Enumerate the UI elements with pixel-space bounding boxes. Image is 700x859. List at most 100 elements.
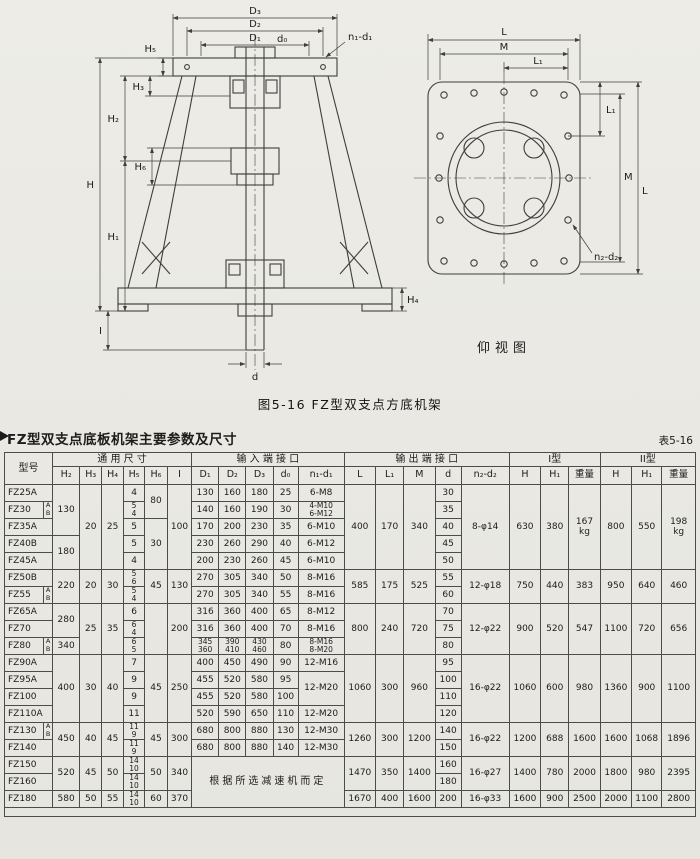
data-cell: 110 bbox=[434, 688, 462, 706]
data-cell: 12-M30 bbox=[297, 739, 345, 757]
data-cell: 1200 bbox=[403, 722, 436, 757]
data-cell: 1068 bbox=[631, 722, 663, 757]
data-cell: 688 bbox=[540, 722, 570, 757]
data-cell: 720 bbox=[631, 603, 663, 655]
data-cell: 350 bbox=[374, 756, 405, 791]
data-cell: 4 bbox=[123, 484, 145, 502]
data-cell: 160 bbox=[434, 756, 462, 774]
data-cell: 1260 bbox=[343, 722, 377, 757]
data-cell: 75 bbox=[434, 620, 462, 638]
data-cell: 80 bbox=[272, 637, 299, 655]
data-cell: 680 bbox=[191, 739, 220, 757]
data-cell: 200 bbox=[191, 552, 220, 570]
data-cell: 12-φ22 bbox=[460, 603, 510, 655]
header-cell: H₁ bbox=[631, 466, 663, 485]
data-cell: 750 bbox=[508, 569, 542, 604]
data-cell: 1600 bbox=[599, 722, 633, 757]
data-cell: 25 bbox=[79, 603, 103, 655]
data-cell: FZ50B bbox=[3, 569, 54, 587]
data-cell: 980 bbox=[631, 756, 663, 791]
data-cell: 360 bbox=[218, 603, 247, 621]
data-cell: 525 bbox=[403, 569, 436, 604]
header-cell: II型 bbox=[599, 452, 697, 467]
header-cell: L₁ bbox=[374, 466, 405, 485]
header-cell: d bbox=[434, 466, 462, 485]
header-cell: M bbox=[403, 466, 436, 485]
data-cell: FZ150 bbox=[3, 756, 54, 774]
header-cell: 输 出 端 接 口 bbox=[343, 452, 510, 467]
data-cell: 50 bbox=[144, 756, 168, 791]
data-cell: 520 bbox=[540, 603, 570, 655]
data-cell: 8-M16 bbox=[297, 569, 345, 587]
data-cell: 35 bbox=[101, 603, 125, 655]
dim-label-l1-side: L₁ bbox=[606, 105, 616, 116]
data-cell: 630 bbox=[508, 484, 542, 570]
data-cell: 800 bbox=[343, 603, 377, 655]
foot-pad bbox=[361, 303, 393, 312]
data-cell: 585 bbox=[343, 569, 377, 604]
data-cell: 580 bbox=[52, 790, 81, 808]
data-cell: 55 bbox=[101, 790, 125, 808]
data-cell: 60 bbox=[144, 790, 168, 808]
data-cell: 1400 bbox=[508, 756, 542, 791]
data-cell: 5 bbox=[123, 535, 145, 553]
data-cell: 140 bbox=[191, 501, 220, 519]
data-cell: 520 bbox=[218, 671, 247, 689]
header-cell: D₁ bbox=[191, 466, 220, 485]
data-cell: 6-M12 bbox=[297, 535, 345, 553]
data-cell: 45 bbox=[272, 552, 299, 570]
data-cell: 4 bbox=[123, 552, 145, 570]
data-cell: 70 bbox=[272, 620, 299, 638]
data-cell: 6-M10 bbox=[297, 552, 345, 570]
data-cell: 95 bbox=[434, 654, 462, 672]
data-cell: 650 bbox=[245, 705, 274, 723]
data-cell: 50 bbox=[434, 552, 462, 570]
data-cell: 160 bbox=[218, 484, 247, 502]
data-cell: 8-M12 bbox=[297, 603, 345, 621]
data-cell: 30 bbox=[434, 484, 462, 502]
dim-label-n1-d1: n₁-d₁ bbox=[348, 32, 372, 43]
data-cell: 800 bbox=[218, 722, 247, 740]
data-cell: 1600 bbox=[508, 790, 542, 808]
data-cell: 140 bbox=[272, 739, 299, 757]
data-cell: 100 bbox=[434, 671, 462, 689]
header-cell: D₂ bbox=[218, 466, 247, 485]
dim-label-h1: H₁ bbox=[107, 232, 119, 243]
data-cell: 1670 bbox=[343, 790, 377, 808]
data-cell: 6 bbox=[123, 603, 145, 621]
data-cell: 30 bbox=[101, 569, 125, 604]
data-cell: 383 bbox=[568, 569, 601, 604]
table-row bbox=[4, 807, 696, 817]
data-cell: 580 bbox=[245, 671, 274, 689]
data-cell: 120 bbox=[434, 705, 462, 723]
data-cell: 45 bbox=[144, 569, 168, 604]
header-cell: H bbox=[599, 466, 633, 485]
data-cell: 12-M30 bbox=[297, 722, 345, 740]
dim-label-h6: H₆ bbox=[134, 162, 146, 173]
data-cell bbox=[144, 603, 168, 655]
data-cell: FZ110A bbox=[3, 705, 54, 723]
data-cell: 90 bbox=[272, 654, 299, 672]
data-cell: 340 bbox=[245, 586, 274, 604]
bottom-view-caption: 仰视图 bbox=[477, 341, 531, 356]
header-cell: D₃ bbox=[245, 466, 274, 485]
data-cell: 600 bbox=[540, 654, 570, 723]
data-cell: 6-M10 bbox=[297, 518, 345, 536]
data-cell: 250 bbox=[166, 654, 193, 723]
data-cell: 50 bbox=[272, 569, 299, 587]
dim-label-m: M bbox=[500, 42, 509, 53]
data-cell: 2000 bbox=[599, 790, 633, 808]
data-cell: 150 bbox=[434, 739, 462, 757]
